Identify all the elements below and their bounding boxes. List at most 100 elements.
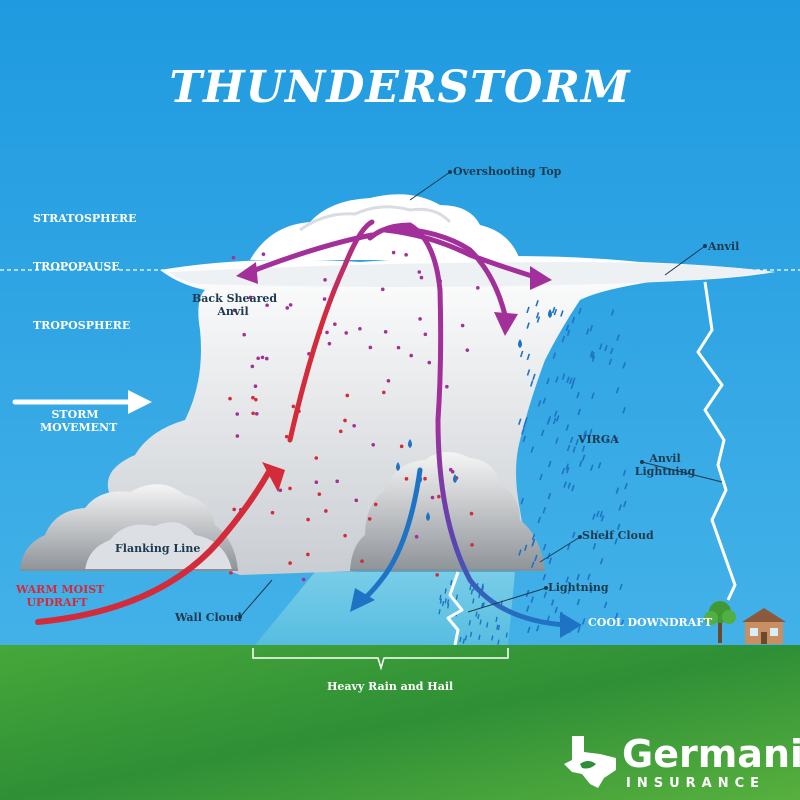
particle-dot <box>371 442 376 447</box>
rain-streak <box>464 635 468 641</box>
raindrop <box>408 439 412 448</box>
rain-streak <box>548 557 553 565</box>
rain-streak <box>470 589 474 595</box>
rain-streak <box>578 307 582 315</box>
rain-streak <box>446 603 450 609</box>
particle-dot <box>288 486 292 491</box>
rain-streak <box>505 632 508 638</box>
rain-streak <box>444 588 447 594</box>
particle-dot <box>314 480 319 485</box>
particle-dot <box>253 384 258 388</box>
rain-streak <box>555 437 559 444</box>
rain-streak <box>543 591 548 599</box>
particle-dot <box>380 287 385 292</box>
rain-streak <box>521 428 525 435</box>
particle-dot <box>358 326 362 331</box>
texas-handshake-icon <box>564 736 616 788</box>
rain-streak <box>591 351 595 359</box>
rain-streak <box>535 300 539 307</box>
rain-streak <box>518 549 522 556</box>
rain-streak <box>531 561 535 569</box>
rain-streak <box>585 328 590 335</box>
rain-streak <box>565 324 570 332</box>
particle-dot <box>417 270 422 274</box>
rain-streak <box>546 377 550 385</box>
rain-streak <box>523 544 528 551</box>
particle-dot <box>323 278 327 282</box>
rain-streak <box>550 599 555 606</box>
rain-streak <box>572 446 577 453</box>
particle-dot <box>261 252 266 257</box>
rain-streak <box>537 400 542 407</box>
rain-streak <box>603 601 608 609</box>
rain-streak <box>455 594 459 600</box>
rain-streak <box>577 408 581 416</box>
rain-streak <box>553 410 558 417</box>
rain-streak <box>537 516 541 524</box>
particle-dot <box>327 341 332 346</box>
rain-streak <box>565 576 570 583</box>
rain-streak <box>581 454 586 462</box>
particle-dot <box>352 423 356 428</box>
rain-streak <box>481 585 485 592</box>
particle-dot <box>386 379 391 383</box>
rain-streak <box>469 631 473 637</box>
rain-streak <box>540 429 545 437</box>
particle-dot <box>367 517 372 521</box>
rain-streak <box>438 609 441 615</box>
particle-dot <box>314 456 319 460</box>
rain-streak <box>567 587 571 595</box>
flanking-line-label: Flanking Line <box>115 542 201 555</box>
rain-streak <box>439 598 443 604</box>
anvil-lightning-label: Anvil Lightning <box>634 452 696 479</box>
particle-dot <box>265 303 269 308</box>
rain-streak <box>569 377 573 385</box>
lightning-bolt <box>446 571 464 646</box>
rain-streak <box>589 325 594 332</box>
virga-label: VIRGA <box>578 433 619 446</box>
germania-insurance-logo: Germania INSURANCE <box>560 732 800 792</box>
rain-streak <box>587 573 591 580</box>
rain-streak <box>620 619 625 627</box>
particle-dot <box>333 322 337 327</box>
rain-streak <box>592 543 597 550</box>
particle-dot <box>229 571 233 575</box>
rain-streak <box>530 446 535 453</box>
lightning-label: Lightning <box>548 581 609 594</box>
particle-dot <box>344 331 349 335</box>
particle-dot <box>232 507 236 512</box>
rain-streak <box>439 594 442 600</box>
particle-dot <box>228 396 232 401</box>
downdraft-arrowheads <box>350 588 582 638</box>
rain-streak <box>604 344 608 352</box>
rain-streak <box>563 481 567 488</box>
particle-dot <box>343 418 347 423</box>
particle-dot <box>251 395 255 400</box>
particle-dot <box>360 559 364 564</box>
particle-dot <box>324 509 328 513</box>
rain-streak <box>597 462 602 469</box>
particle-dot <box>460 323 465 328</box>
rain-streak <box>578 460 583 468</box>
rain-streak <box>468 620 471 626</box>
particle-dot <box>254 412 259 416</box>
rain-brace <box>252 648 509 671</box>
particle-dot <box>322 297 327 301</box>
rain-streak <box>472 598 475 604</box>
rain-streak <box>547 492 552 500</box>
main-updraft-arrow <box>287 219 375 443</box>
tree-icon <box>704 601 736 643</box>
particle-dot <box>338 429 343 434</box>
rain-streak <box>536 316 541 323</box>
rain-streak <box>598 343 603 350</box>
particle-dot <box>423 332 428 337</box>
logo-name: Germania <box>622 732 800 776</box>
rain-streak <box>534 554 538 562</box>
rain-streak <box>522 421 527 429</box>
particle-dot <box>427 360 432 365</box>
heavy-rain-hail-label: Heavy Rain and Hail <box>327 680 454 693</box>
particle-dot <box>235 434 240 438</box>
rain-streak <box>599 557 604 565</box>
rain-streak <box>486 622 489 628</box>
